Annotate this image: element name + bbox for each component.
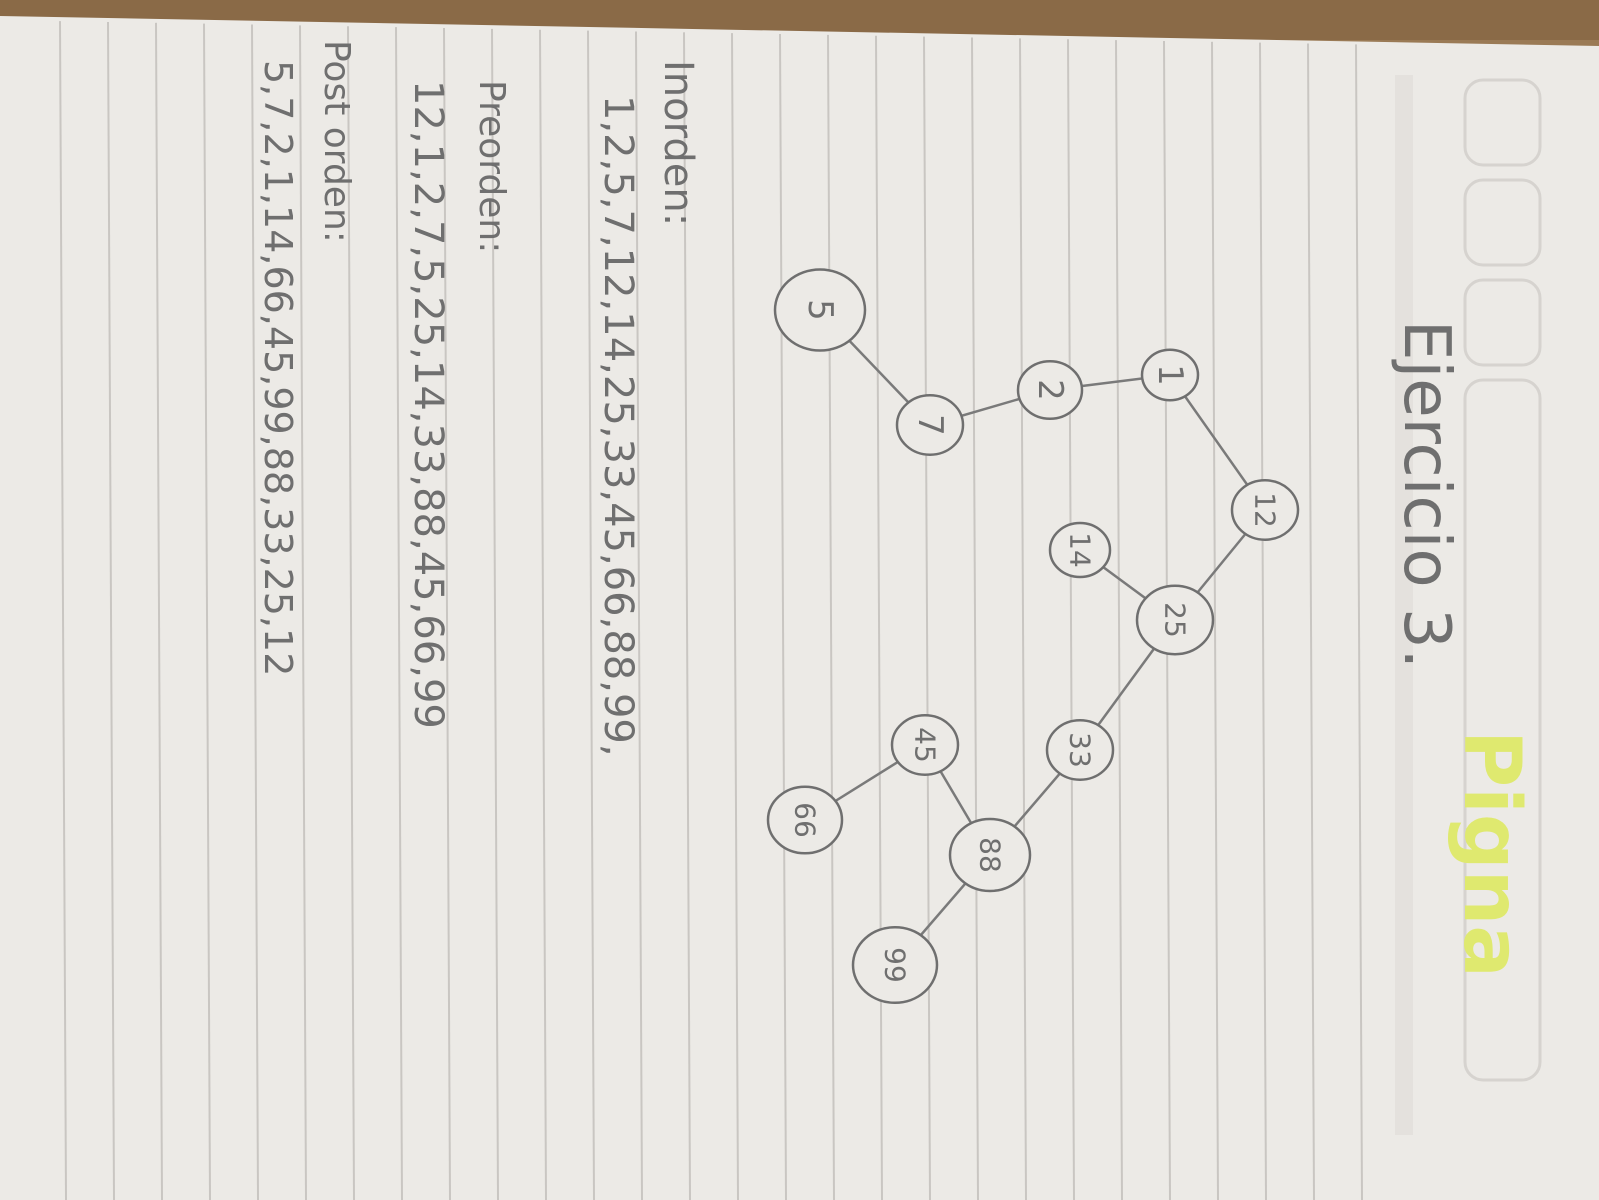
ruled-line [107, 21, 115, 1200]
inorder-sequence: 1,2,5,7,12,14,25,33,45,66,88,99, [595, 95, 641, 757]
inorder-label: Inorden: [655, 60, 701, 226]
node-circle [773, 268, 867, 352]
ruled-line [347, 26, 355, 1200]
tree-node-1: 1 [1140, 348, 1200, 402]
tree-node-12: 12 [1230, 479, 1300, 541]
postorder-label: Post orden: [316, 40, 357, 243]
ruled-line [971, 37, 979, 1200]
node-circle [1230, 479, 1300, 541]
node-label: 45 [909, 727, 942, 763]
tree-node-25: 25 [1135, 584, 1215, 656]
ruled-line [395, 27, 403, 1200]
tree-node-88: 88 [948, 817, 1032, 893]
ruled-line [1259, 42, 1267, 1200]
ruled-line [923, 36, 931, 1200]
ruled-line [299, 25, 307, 1200]
ruled-line [1067, 39, 1075, 1200]
tree-node-14: 14 [1048, 521, 1112, 579]
page-title: Ejercicio 3. [1389, 320, 1463, 669]
node-circle [1045, 719, 1115, 781]
preorder-label: Preorden: [471, 80, 512, 253]
tree-node-45: 45 [890, 714, 960, 776]
ruled-line [491, 28, 499, 1200]
node-label: 5 [800, 299, 840, 321]
node-circle [851, 925, 939, 1005]
ruled-line [827, 34, 835, 1200]
ruled-lines [59, 21, 1363, 1200]
page-margin-strip [1395, 75, 1413, 1135]
ruled-line [875, 35, 883, 1200]
ruled-line [155, 22, 163, 1200]
node-circle [766, 785, 844, 855]
ruled-line [1115, 40, 1123, 1200]
ruled-line [779, 34, 787, 1200]
node-circle [948, 817, 1032, 893]
node-label: 66 [789, 802, 822, 838]
ruled-line [635, 31, 643, 1200]
node-circle [1016, 359, 1084, 421]
header-boxes [1463, 78, 1542, 1082]
node-label: 88 [974, 837, 1007, 873]
node-label: 12 [1249, 492, 1282, 528]
tree-node-99: 99 [851, 925, 939, 1005]
preorder-sequence: 12,1,2,7,5,25,14,33,88,45,66,99 [405, 80, 451, 729]
node-circle [890, 714, 960, 776]
tree-node-66: 66 [766, 785, 844, 855]
node-label: 33 [1064, 732, 1097, 768]
node-circle [1140, 348, 1200, 402]
tree-node-33: 33 [1045, 719, 1115, 781]
node-label: 7 [910, 414, 950, 436]
ruled-line [1355, 44, 1363, 1200]
ruled-line [1019, 38, 1027, 1200]
postorder-sequence: 5,7,2,1,14,66,45,99,88,33,25,12 [256, 60, 300, 676]
brand-logo: Pigna [1446, 730, 1536, 978]
ruled-line [251, 24, 259, 1200]
ruled-line [59, 21, 67, 1200]
ruled-line [539, 29, 547, 1200]
notebook-page [0, 16, 1599, 1200]
node-label: 1 [1150, 364, 1190, 386]
ruled-line [731, 33, 739, 1200]
node-label: 14 [1064, 532, 1097, 568]
ruled-line [203, 23, 211, 1200]
ruled-line [683, 32, 691, 1200]
ruled-line [587, 30, 595, 1200]
tree-node-2: 2 [1016, 359, 1084, 421]
ruled-line [443, 27, 451, 1200]
node-circle [1048, 521, 1112, 579]
ruled-line [1307, 43, 1315, 1200]
tree-node-5: 5 [773, 268, 867, 352]
node-label: 2 [1030, 379, 1070, 401]
node-circle [895, 394, 965, 456]
ruled-line [1211, 41, 1219, 1200]
node-circle [1135, 584, 1215, 656]
traversals: Inorden: 1,2,5,7,12,14,25,33,45,66,88,99… [256, 40, 701, 757]
node-label: 99 [879, 947, 912, 983]
node-label: 25 [1159, 602, 1192, 638]
tree-node-7: 7 [895, 394, 965, 456]
